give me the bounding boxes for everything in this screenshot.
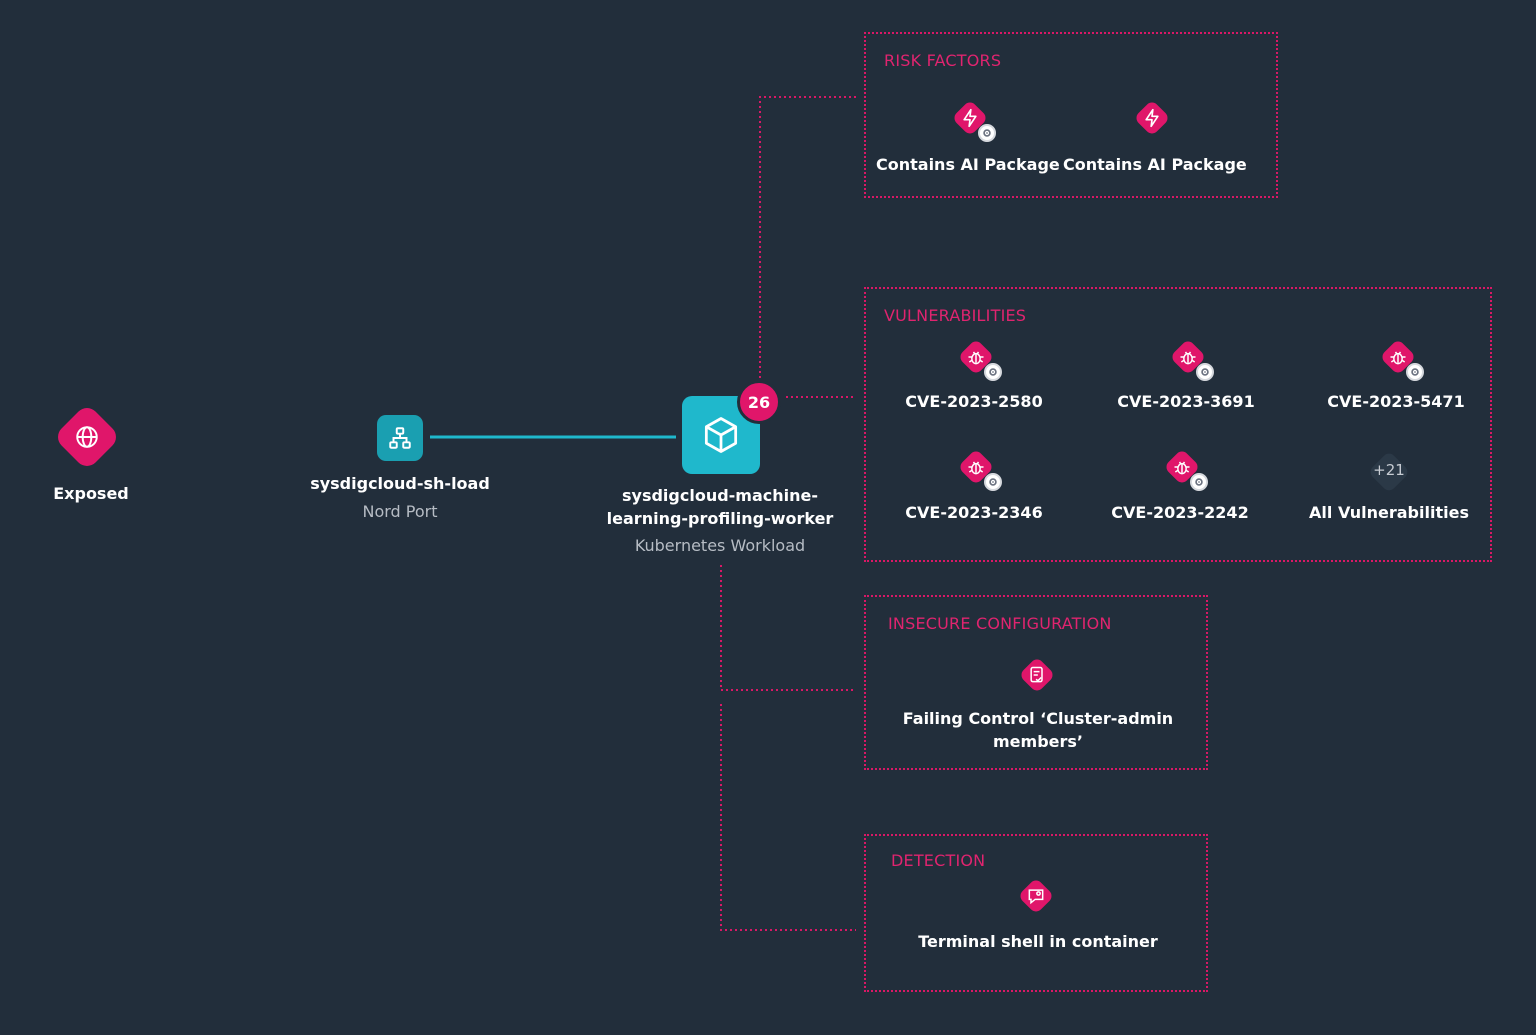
load-balancer-type: Nord Port — [362, 502, 438, 521]
detection-title: DETECTION — [891, 851, 986, 870]
workload-label-line2: learning-profiling-worker — [606, 509, 834, 528]
vuln-more-count: +21 — [1373, 461, 1405, 479]
risk-factors-title: RISK FACTORS — [884, 51, 1002, 70]
workload-count-text: 26 — [747, 392, 771, 412]
chat-alert-icon — [1028, 889, 1044, 905]
network-icon — [377, 415, 423, 461]
node-workload[interactable]: 26 sysdigcloud-machine- learning-profili… — [600, 380, 840, 560]
node-exposed[interactable]: Exposed — [50, 400, 132, 510]
vulnerabilities-title: VULNERABILITIES — [884, 306, 1027, 325]
checklist-icon — [1030, 666, 1043, 683]
bug-icon — [1180, 351, 1196, 365]
insecure-configuration-title: INSECURE CONFIGURATION — [888, 614, 1112, 633]
vuln-item-4-icon-wrap[interactable] — [957, 448, 1002, 491]
vuln-item-5-icon-wrap[interactable] — [1163, 448, 1208, 491]
workload-label-line1: sysdigcloud-machine- — [621, 486, 819, 505]
group-vulnerabilities: VULNERABILITIES CVE-2023-2580 CVE-2023-3… — [864, 287, 1492, 562]
exposed-label: Exposed — [53, 484, 129, 503]
gear-icon — [1196, 363, 1214, 381]
vuln-item-3-icon-wrap[interactable] — [1379, 338, 1424, 381]
bug-icon — [1174, 461, 1190, 475]
workload-type: Kubernetes Workload — [634, 536, 806, 555]
vuln-more-label: All Vulnerabilities — [1309, 503, 1469, 522]
workload-count-badge: 26 — [737, 380, 781, 424]
insecure-config-item-icon-wrap[interactable] — [1018, 656, 1056, 694]
risk-factor-item-2-icon-wrap[interactable] — [1133, 99, 1171, 137]
lightning-icon — [963, 108, 977, 128]
vuln-item-2-label: CVE-2023-3691 — [1117, 392, 1255, 411]
gear-icon — [1406, 363, 1424, 381]
edge-workload-to-risk-factors — [759, 96, 856, 378]
vuln-item-2-icon-wrap[interactable] — [1169, 338, 1214, 381]
vuln-item-3-label: CVE-2023-5471 — [1327, 392, 1465, 411]
gear-icon — [984, 473, 1002, 491]
risk-factor-item-1-icon-wrap[interactable] — [951, 99, 996, 142]
edge-workload-to-insecure-config — [720, 565, 856, 691]
edge-workload-to-detection — [720, 704, 856, 931]
lightning-icon — [1145, 108, 1159, 128]
bug-icon — [1390, 351, 1406, 365]
vuln-item-1-label: CVE-2023-2580 — [905, 392, 1043, 411]
group-insecure-configuration: INSECURE CONFIGURATION Failing Control ‘… — [864, 595, 1208, 770]
insecure-config-item-label-line1: Failing Control ‘Cluster-admin — [902, 709, 1174, 728]
detection-item-icon-wrap[interactable] — [1017, 877, 1055, 915]
vuln-item-4-label: CVE-2023-2346 — [905, 503, 1043, 522]
vuln-more-button[interactable]: +21 — [1366, 449, 1412, 495]
load-balancer-label: sysdigcloud-sh-load — [310, 474, 490, 493]
cube-icon — [682, 396, 760, 474]
vuln-item-1-icon-wrap[interactable] — [957, 338, 1002, 381]
detection-item-label: Terminal shell in container — [918, 932, 1158, 951]
gear-icon — [984, 363, 1002, 381]
group-detection: DETECTION Terminal shell in container — [864, 834, 1208, 992]
risk-factor-item-2-label: Contains AI Package — [1063, 155, 1247, 174]
gear-icon — [978, 124, 996, 142]
vuln-item-5-label: CVE-2023-2242 — [1111, 503, 1249, 522]
globe-icon — [63, 413, 111, 461]
gear-icon — [1190, 473, 1208, 491]
risk-factor-item-1-label: Contains AI Package — [876, 155, 1060, 174]
bug-icon — [968, 351, 984, 365]
group-risk-factors: RISK FACTORS Contains AI Package Contain… — [864, 32, 1278, 198]
node-load-balancer[interactable]: sysdigcloud-sh-load Nord Port — [290, 412, 510, 522]
insecure-config-item-label-line2: members’ — [993, 732, 1083, 751]
bug-icon — [968, 461, 984, 475]
